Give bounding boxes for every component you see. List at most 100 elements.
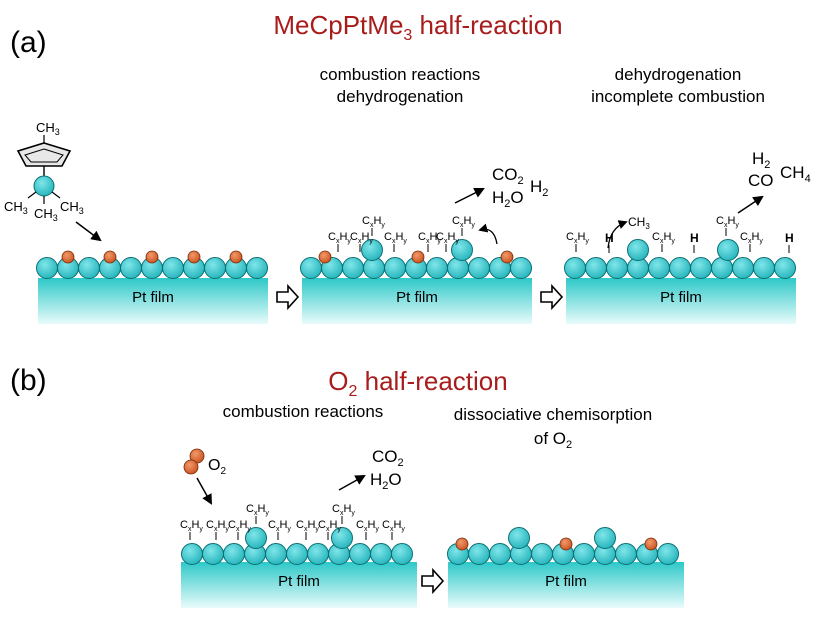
adsorption-arrow-a: [75, 221, 102, 242]
pt-atom: [162, 257, 184, 279]
pt-atom: [361, 239, 383, 261]
pt-atom: [342, 257, 364, 279]
film-slab: [302, 278, 532, 324]
film-label: Pt film: [396, 289, 438, 306]
a-step3-heading-line1: dehydrogenation: [615, 65, 742, 84]
a-step3-h2: H2: [752, 149, 770, 171]
o-atom: [500, 250, 514, 264]
cxhy-label: CxHy: [180, 519, 203, 533]
pt-atom: [307, 543, 329, 565]
film-slab: [566, 278, 796, 324]
o-atom: [187, 250, 201, 264]
a-step2-product-arrow: [454, 188, 485, 204]
mecpptme3-molecule: CH3 CH3 CH3 CH3: [4, 120, 84, 223]
o-atom: [644, 537, 658, 551]
film-slab: [181, 562, 417, 608]
process-arrow-a2: [540, 283, 564, 311]
a-pt-film-1: Pt film: [36, 250, 268, 324]
process-arrow-b1: [421, 567, 445, 595]
cxhy-label: CxHy: [332, 503, 355, 517]
b-step1-heading: combustion reactions: [223, 402, 384, 421]
pt-atom: [468, 257, 490, 279]
o-atom: [318, 250, 332, 264]
b-o2-arrow: [196, 477, 213, 505]
pt-atom: [120, 257, 142, 279]
pt-atom: [753, 257, 775, 279]
pt-atom: [391, 543, 413, 565]
a-step3-ch4: CH4: [780, 163, 811, 185]
o-atom: [411, 250, 425, 264]
cxhy-label: CxHy: [384, 231, 407, 245]
cxhy-label: CxHy: [436, 231, 459, 245]
cxhy-label: CxHy: [206, 519, 229, 533]
cxhy-label: CxHy: [356, 519, 379, 533]
pt-atom: [468, 543, 490, 565]
pt-atom: [717, 239, 739, 261]
panel-b-title: O2 half-reaction: [328, 366, 507, 400]
pt-atom: [510, 257, 532, 279]
cxhy-label: CxHy: [652, 231, 675, 245]
pt-atom: [36, 257, 58, 279]
molecule-left-methyl: CH3: [4, 199, 28, 216]
panel-a-label: (a): [10, 26, 47, 59]
film-label: Pt film: [278, 573, 320, 590]
b-h2o: H2O: [370, 470, 402, 492]
pt-atom: [245, 527, 267, 549]
pt-atom: [657, 543, 679, 565]
cxhy-label: CxHy: [566, 231, 589, 245]
b-step2-heading-line2: of O2: [534, 429, 572, 451]
film-slab: [38, 278, 268, 324]
h-label: H: [690, 231, 699, 245]
pt-atom: [508, 527, 530, 549]
a-step2-h2o: H2O: [492, 188, 524, 210]
pt-atom: [594, 527, 616, 549]
o-atom: [559, 537, 573, 551]
pt-atom: [564, 257, 586, 279]
o-atom: [145, 250, 159, 264]
o2-molecule: [183, 448, 205, 475]
o-atom: [455, 537, 469, 551]
b-step2-heading-line1: dissociative chemisorption: [454, 405, 652, 424]
a-step3-co: CO: [748, 171, 774, 190]
pt-atom: [78, 257, 100, 279]
a-step2-heading-line2: dehydrogenation: [337, 87, 464, 106]
pt-atom: [300, 257, 322, 279]
pt-atom: [202, 543, 224, 565]
b-o2-label: O2: [208, 457, 226, 477]
a-step2-co2: CO2: [492, 165, 524, 187]
o-atom: [103, 250, 117, 264]
pt-atom: [732, 257, 754, 279]
cxhy-label: CxHy: [716, 215, 739, 229]
cxhy-label: CxHy: [452, 215, 475, 229]
film-slab: [448, 562, 684, 608]
a-step2-h2: H2: [530, 177, 548, 199]
pt-atom: [384, 257, 406, 279]
pt-atom: [585, 257, 607, 279]
pt-atom: [265, 543, 287, 565]
pt-atom: [489, 543, 511, 565]
film-label: Pt film: [660, 289, 702, 306]
b-pt-film-2: Pt film: [447, 527, 684, 608]
pt-atom: [204, 257, 226, 279]
pt-atom: [426, 257, 448, 279]
pt-atom: [648, 257, 670, 279]
film-label: Pt film: [545, 573, 587, 590]
pt-atom: [774, 257, 796, 279]
pt-atom: [331, 527, 353, 549]
pt-atom: [615, 543, 637, 565]
pt-atom: [531, 543, 553, 565]
b-co2: CO2: [372, 447, 404, 469]
cxhy-label: CxHy: [268, 519, 291, 533]
molecule-mid-methyl: CH3: [34, 206, 58, 223]
pt-atom: [690, 257, 712, 279]
cxhy-label: CxHy: [318, 519, 341, 533]
cxhy-label: CxHy: [246, 503, 269, 517]
panel-a-title: MeCpPtMe3 half-reaction: [273, 10, 562, 44]
h-label: H: [605, 231, 614, 245]
panel-b-label: (b): [10, 364, 47, 397]
pt-atom: [606, 257, 628, 279]
pt-atom: [447, 257, 469, 279]
a-step2-heading-line1: combustion reactions: [320, 65, 481, 84]
